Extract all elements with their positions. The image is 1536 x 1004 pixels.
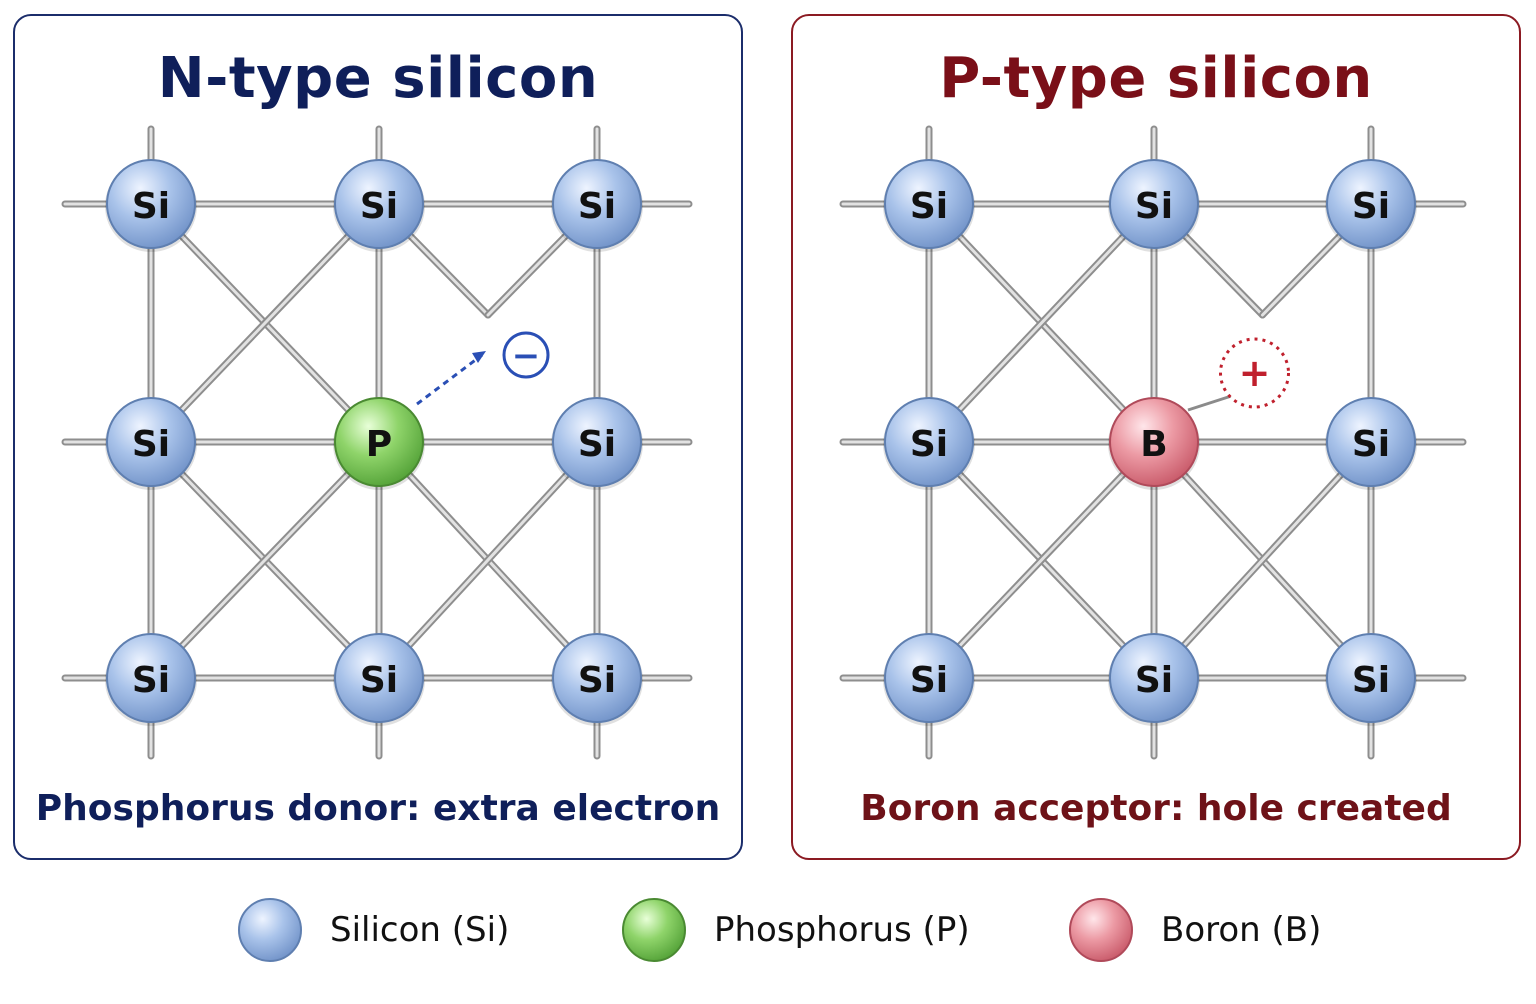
silicon-atom: Si — [551, 633, 643, 726]
silicon-atom: Si — [333, 159, 425, 252]
silicon-atom: Si — [105, 159, 197, 252]
bond-highlight — [927, 202, 1156, 444]
atom-symbol: Si — [910, 186, 948, 227]
electron-symbol: − — [512, 336, 541, 376]
silicon-atom: Si — [551, 397, 643, 490]
silicon-atom: Si — [1108, 633, 1200, 726]
silicon-atom-icon — [238, 898, 302, 962]
electron-path-arrow — [416, 353, 483, 406]
silicon-atom: Si — [551, 159, 643, 252]
boron-atom: B — [1108, 397, 1200, 490]
atom-symbol: P — [366, 424, 392, 465]
atom-symbol: Si — [132, 186, 170, 227]
atom-symbol: Si — [1352, 186, 1390, 227]
silicon-atom: Si — [883, 633, 975, 726]
hole-symbol: + — [1239, 351, 1271, 395]
atom-symbol: Si — [910, 424, 948, 465]
atom-symbol: Si — [132, 424, 170, 465]
p-type-title: P-type silicon — [939, 46, 1373, 111]
atom-symbol: Si — [578, 186, 616, 227]
atom-symbol: Si — [132, 660, 170, 701]
silicon-atom: Si — [1325, 159, 1417, 252]
legend-label-silicon: Silicon (Si) — [330, 910, 510, 950]
silicon-atom: Si — [333, 633, 425, 726]
phosphorus-atom-icon — [622, 898, 686, 962]
bond-highlight — [927, 440, 1156, 680]
p-type-caption: Boron acceptor: hole created — [860, 788, 1452, 829]
phosphorus-atom: P — [333, 397, 425, 490]
bond-highlight — [1152, 440, 1373, 680]
legend-label-phosphorus: Phosphorus (P) — [714, 910, 970, 950]
atom-symbol: Si — [360, 186, 398, 227]
silicon-atom: Si — [883, 397, 975, 490]
silicon-atom: Si — [883, 159, 975, 252]
hole-circle — [1219, 337, 1290, 409]
silicon-atom: Si — [1325, 397, 1417, 490]
silicon-atom: Si — [1108, 159, 1200, 252]
atom-symbol: Si — [578, 660, 616, 701]
legend-item-boron: Boron (B) — [1067, 896, 1321, 964]
atom-symbol: Si — [910, 660, 948, 701]
legend-label-boron: Boron (B) — [1161, 910, 1322, 950]
hole-connector — [1187, 393, 1235, 412]
legend-item-phosphorus: Phosphorus (P) — [620, 896, 970, 964]
atom-symbol: Si — [1352, 660, 1390, 701]
atom-symbol: Si — [1352, 424, 1390, 465]
atom-symbol: Si — [1135, 186, 1173, 227]
bond-highlight — [149, 440, 381, 680]
bond-highlight — [377, 440, 599, 680]
n-type-caption: Phosphorus donor: extra electron — [35, 788, 721, 829]
silicon-atom: Si — [1325, 633, 1417, 726]
atom-symbol: Si — [1135, 660, 1173, 701]
bond-highlight — [149, 202, 381, 444]
arrow-head — [472, 351, 486, 363]
n-type-title: N-type silicon — [157, 46, 599, 111]
hole: + — [1187, 337, 1290, 412]
legend-item-silicon: Silicon (Si) — [236, 896, 509, 964]
atom-symbol: B — [1140, 424, 1167, 465]
electron-circle — [502, 331, 550, 379]
silicon-atom: Si — [105, 397, 197, 490]
atom-symbol: Si — [360, 660, 398, 701]
atom-symbol: Si — [578, 424, 616, 465]
boron-atom-icon — [1069, 898, 1133, 962]
extra-electron: − — [416, 331, 550, 406]
silicon-atom: Si — [105, 633, 197, 726]
